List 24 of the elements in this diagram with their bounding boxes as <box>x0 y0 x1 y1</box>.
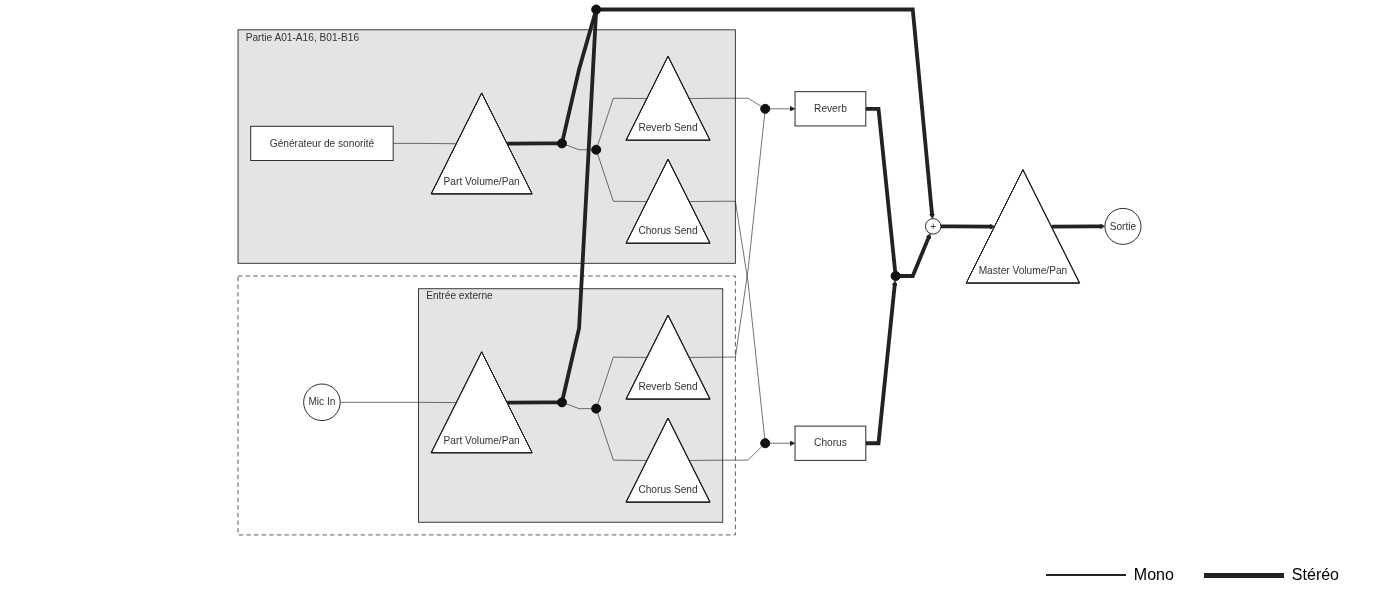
connector <box>865 106 898 272</box>
node-circle: + <box>924 218 942 235</box>
connector <box>561 13 598 399</box>
connector <box>561 13 597 140</box>
cluster <box>237 275 736 536</box>
arrow <box>600 7 935 219</box>
connector <box>689 112 766 358</box>
node-box: Reverb <box>794 91 867 127</box>
connector <box>689 446 763 461</box>
connector <box>507 141 558 146</box>
node-box: Chorus <box>794 425 867 461</box>
connector <box>507 400 558 405</box>
node-circle: Mic In <box>303 383 341 422</box>
arrow <box>865 280 898 446</box>
legend-text: Stéréo <box>1291 566 1339 584</box>
node-circle: Sortie <box>1104 207 1142 245</box>
connector <box>689 200 766 440</box>
legend-text: Mono <box>1133 566 1174 584</box>
node-box: Générateur de sonorité <box>250 125 394 161</box>
connector <box>689 97 762 107</box>
arrow <box>900 233 932 278</box>
arrow <box>940 223 996 230</box>
connector <box>565 403 593 409</box>
arrow <box>1051 223 1106 230</box>
